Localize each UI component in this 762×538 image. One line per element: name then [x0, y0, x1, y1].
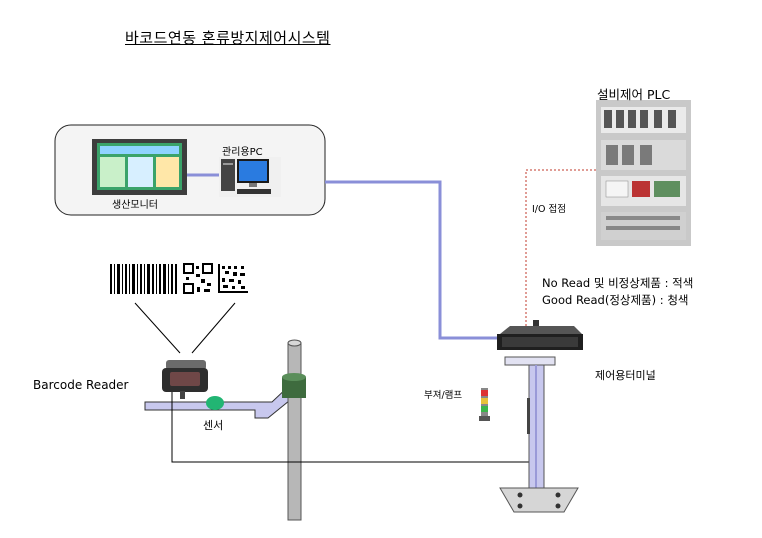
status-legend-no-read: No Read 및 비정상제품 : 적색: [542, 276, 694, 290]
page-title: 바코드연동 혼류방지제어시스템: [125, 29, 331, 47]
conveyor-arm: [144, 384, 301, 419]
plc-label: 설비제어 PLC: [597, 87, 671, 102]
reader-icon: [162, 360, 208, 399]
barcode-reader-label: Barcode Reader: [33, 378, 129, 392]
terminal-stand: [499, 356, 579, 513]
plc-panel-icon: [596, 100, 691, 246]
io-line: [525, 169, 596, 328]
data-matrix-icon: [217, 262, 249, 294]
monitor-icon: [92, 139, 187, 195]
sensor-label: 센서: [203, 419, 224, 432]
barcode-icon: [109, 262, 179, 296]
qr-code-icon: [183, 262, 213, 294]
status-legend-good-read: Good Read(정상제품) : 청색: [542, 293, 689, 307]
pole-clamp: [282, 373, 306, 398]
desktop-pc-icon: [219, 157, 281, 197]
scan-line-left: [134, 302, 181, 354]
support-pole: [287, 342, 302, 521]
production-monitor-label: 생산모니터: [112, 200, 158, 211]
sensor-icon: [206, 396, 224, 410]
network-line-pc-terminal: [325, 180, 500, 340]
admin-pc-label: 관리용PC: [222, 147, 263, 158]
pole-top: [287, 339, 302, 347]
scan-line-right: [191, 302, 236, 354]
io-contact-label: I/O 접점: [532, 204, 566, 215]
control-terminal-label: 제어용터미널: [595, 369, 656, 382]
buzzer-lamp-label: 부져/램프: [424, 390, 463, 401]
reader-cable: [171, 370, 531, 463]
terminal-icon: [497, 320, 583, 350]
tower-lamp-icon: [479, 388, 490, 421]
